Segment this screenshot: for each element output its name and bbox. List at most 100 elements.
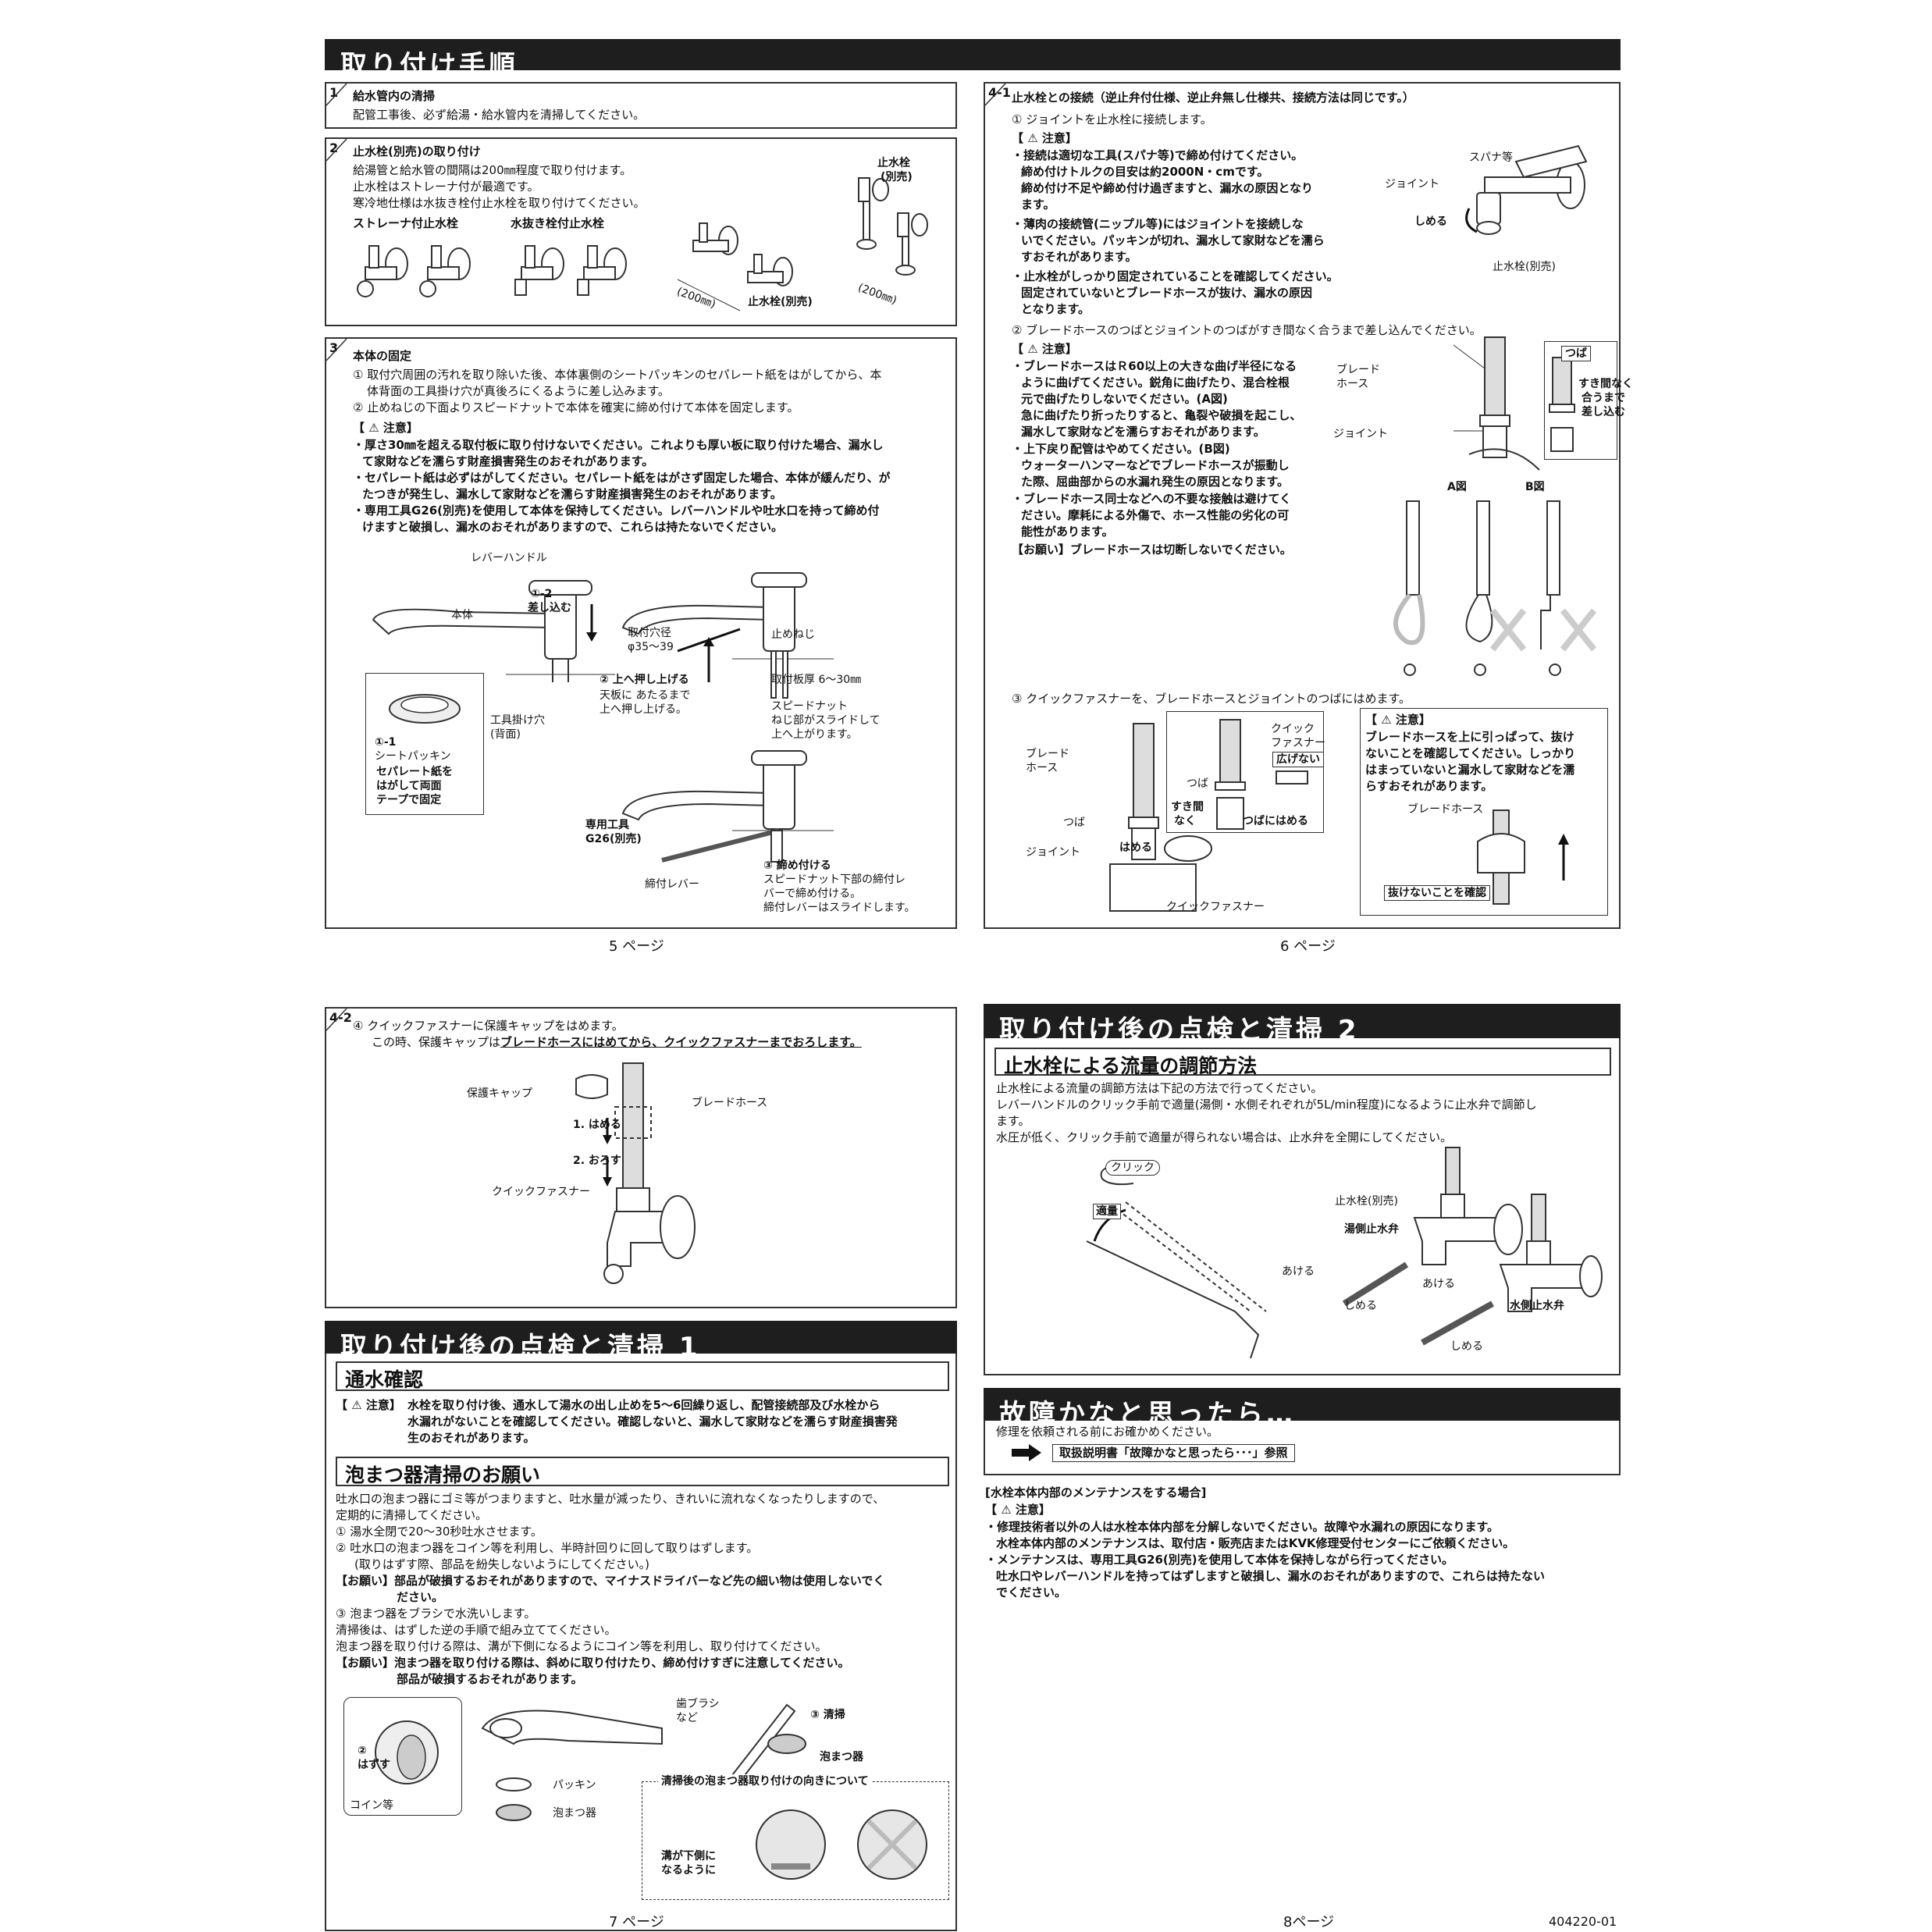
insert-label: 差し込む [528, 602, 571, 614]
stop-valve-label: 止水栓(別売) [1335, 1195, 1398, 1208]
caution2-line8: た際、屈曲部からの水漏れ発生の原因となります。 [1021, 475, 1290, 489]
caution2-line11: 能性があります。 [1021, 525, 1114, 539]
clean-step-label: ③ 清掃 [810, 1709, 845, 1721]
open-label-1: あける [1282, 1265, 1315, 1278]
maintenance-caution-head: 【 ⚠ 注意】 [985, 1503, 1051, 1517]
trouble-reference: 取扱説明書「故障かなと思ったら･･･」参照 [1052, 1444, 1295, 1462]
caution3-box: 【 ⚠ 注意】 ブレードホースを上に引っぱって、抜け ないことを確認してください… [1360, 708, 1608, 916]
fit-on-flange-label: つばにはめる [1243, 815, 1308, 827]
caution2-line9: ・ブレードホース同士などへの不要な接触は避けてく [1012, 492, 1292, 506]
stop-screw-label: 止めねじ [771, 628, 815, 641]
aerator-line7: ださい。 [397, 1590, 444, 1604]
section2-number: 2 [329, 141, 339, 155]
no-gap-label-1: すき間 [1171, 801, 1204, 813]
drain-valve-label: 水抜き栓付止水栓 [511, 216, 605, 230]
flange-label-3: つば [1063, 817, 1085, 829]
caution2-line5: 漏水して家財などを濡らすおそれがあります。 [1021, 425, 1265, 439]
trouble-text: 修理を依頼される前にお確かめください。 [996, 1425, 1219, 1439]
step4-line2-prefix: この時、保護キャップは [372, 1035, 501, 1049]
step-1-2-label: ①-2 [531, 588, 553, 600]
aerator-line1: 吐水口の泡まつ器にゴミ等がつまりますと、吐水量が減ったり、きれいに流れなくなった… [336, 1492, 885, 1506]
pull-check-illustration [1477, 809, 1569, 905]
maintenance-line4: 吐水口やレバーハンドルを持ってはずしますと破損し、漏水のおそれがありますので、こ… [996, 1569, 1546, 1583]
caution1-line4: ます。 [1021, 197, 1055, 212]
no-gap-label-2: なく [1174, 815, 1196, 827]
standing-valve-sold-label: (別売) [881, 171, 913, 183]
tighten-note-3: 締付レバーはスライドします。 [763, 902, 916, 914]
caution1-line5: ・薄肉の接続管(ニップル等)にはジョイントを接続しな [1012, 217, 1304, 231]
hole-diameter-label: 取付穴径 [628, 627, 671, 639]
step4-line2: この時、保護キャップはブレードホースにはめてから、クイックファスナーまでおろしま… [372, 1034, 862, 1051]
step3-text: ③ クイックファスナーを、ブレードホースとジョイントのつばにはめます。 [1012, 692, 1411, 706]
aerator-line6: 【お願い】部品が破損するおそれがありますので、マイナスドライバーなど先の細い物は… [336, 1574, 885, 1588]
water-check-caution-head: 【 ⚠ 注意】 [336, 1398, 401, 1412]
no-gap-note-1: すき間なく [1578, 378, 1633, 390]
caution3-line4: らすおそれがあります。 [1365, 779, 1493, 793]
braided-hose-label-1: ブレード [1336, 364, 1380, 376]
caution3-line1: ブレードホースを上に引っぱって、抜け [1365, 730, 1574, 744]
flow-line3: ます。 [996, 1114, 1030, 1128]
toothbrush-label-2: など [676, 1712, 698, 1724]
push-up-note-1: 天板に あたるまで [600, 689, 691, 702]
spanner-label: スパナ等 [1469, 151, 1513, 164]
section3-line1: ① 取付穴周囲の汚れを取り除いた後、本体裏側のシートパッキンのセパレート紙をはが… [353, 368, 882, 382]
groove-down-note-1: 溝が下側に [661, 1850, 716, 1863]
section3-line3: ② 止めねじの下面よりスピードナットで本体を確実に締め付けて本体を固定します。 [353, 400, 799, 415]
caution2-line1: ・ブレードホースはＲ60以上の大きな曲げ半径になる [1012, 359, 1297, 373]
section3-caution-1a: ・厚さ30㎜を超える取付板に取り付けないでください。これよりも厚い板に取り付けた… [353, 438, 884, 452]
braided-hose-label-2: ホース [1336, 378, 1369, 390]
no-gap-note-3: 差し込む [1582, 406, 1625, 418]
aerator-label: 泡まつ器 [553, 1807, 596, 1820]
tighten-label-1: しめる [1414, 215, 1447, 228]
push-up-note-2: 上へ押し上げる。 [600, 703, 687, 716]
flange-detail-box [1544, 341, 1617, 460]
joint-label-2: ジョイント [1333, 428, 1388, 440]
caution2-line12: 【お願い】ブレードホースは切断しないでください。 [1012, 543, 1292, 557]
page8-number: 8ページ [1283, 1914, 1335, 1930]
water-check-line3: 生のおそれがあります。 [407, 1431, 535, 1445]
remove-step-label: はずす [358, 1759, 390, 1771]
protective-cap-illustration [575, 1062, 696, 1284]
water-check-line1: 水栓を取り付け後、通水して湯水の出し止めを5～6回繰り返し、配管接続部及び水栓か… [407, 1398, 881, 1412]
aerator-line8: ③ 泡まつ器をブラシで水洗いします。 [336, 1606, 536, 1621]
caution2-line10: ださい。摩耗による外傷で、ホース性能の劣化の可 [1021, 508, 1290, 522]
lever-handle-label: レバーハンドル [471, 552, 547, 564]
special-tool-model: G26(別売) [585, 833, 642, 845]
speed-nut-note-1: ねじ部がスライドして [771, 714, 881, 727]
board-thickness-label: 取付板厚 6～30㎜ [771, 674, 862, 686]
caution3-line2: ないことを確認してください。しっかり [1365, 746, 1576, 760]
caution2-line2: ように曲げてください。鋭角に曲げたり、混合栓根 [1021, 375, 1290, 390]
section41-title: 止水栓との接続（逆止弁付仕様、逆止弁無し仕様共、接続方法は同じです。） [1012, 91, 1414, 105]
aerator-line12: 部品が破損するおそれがあります。 [397, 1672, 583, 1686]
brush-cleaning-illustration [731, 1703, 806, 1783]
quick-fastener-detail-box [1166, 711, 1324, 833]
water-check-title: 通水確認 [336, 1361, 949, 1391]
aerator-line11: 【お願い】泡まつ器を取り付ける際は、斜めに取り付けたり、締め付けすぎに注意してく… [336, 1656, 850, 1670]
cold-valve-label: 水側止水弁 [1510, 1300, 1564, 1312]
section3-title: 本体の固定 [353, 349, 412, 363]
open-label-2: あける [1422, 1278, 1455, 1290]
step4-line2-emphasis: ブレードホースにはめてから、クイックファスナーまでおろします。 [500, 1035, 862, 1049]
section3-caution-3b: けますと破損し、漏水のおそれがありますので、これらは持たないでください。 [362, 520, 783, 534]
proper-amount-label: 適量 [1093, 1204, 1121, 1219]
section2-line2: 止水栓はストレーナ付が最適です。 [353, 180, 539, 194]
flow-adjust-title: 止水栓による流量の調節方法 [994, 1048, 1611, 1077]
quick-fastener-illustration [1109, 723, 1212, 912]
flow-line2: レバーハンドルのクリック手前で適量(湯側・水側それぞれが5L/min程度)になる… [996, 1098, 1537, 1112]
section3-caution-2b: たつきが発生し、漏水して家財などを濡らす財産損害発生のおそれがあります。 [362, 487, 782, 501]
trouble-box: 修理を依頼される前にお確かめください。 取扱説明書「故障かなと思ったら･･･」参… [984, 1421, 1621, 1475]
fit-step-label: 1. はめる [573, 1119, 621, 1131]
section42-box: 4-2 ④ クイックファスナーに保護キャップをはめます。 この時、保護キャップは… [325, 1007, 957, 1308]
flow-line4: 水圧が低く、クリック手前で適量が得られない場合は、止水弁を全開にしてください。 [996, 1130, 1453, 1144]
toothbrush-label-1: 歯ブラシ [676, 1698, 720, 1710]
aerator-line9: 清掃後は、はずした逆の手順で組み立ててください。 [336, 1623, 617, 1637]
aerator-label-2: 泡まつ器 [820, 1751, 863, 1763]
step1-text: ① ジョイントを止水栓に接続します。 [1012, 112, 1212, 126]
caution1-line3: 締め付け不足や締め付け過ぎますと、漏水の原因となり [1021, 181, 1313, 195]
step4-line1: ④ クイックファスナーに保護キャップをはめます。 [353, 1019, 624, 1033]
caution1-line6: いでください。パッキンが切れ、漏水して家財などを濡ら [1021, 233, 1325, 247]
orientation-title: 清掃後の泡まつ器取り付けの向きについて [658, 1774, 872, 1788]
joint-label-3: ジョイント [1026, 846, 1080, 859]
flow-line1: 止水栓による流量の調節方法は下記の方法で行ってください。 [996, 1081, 1323, 1095]
strainer-valve-label: ストレーナ付止水栓 [353, 216, 459, 230]
